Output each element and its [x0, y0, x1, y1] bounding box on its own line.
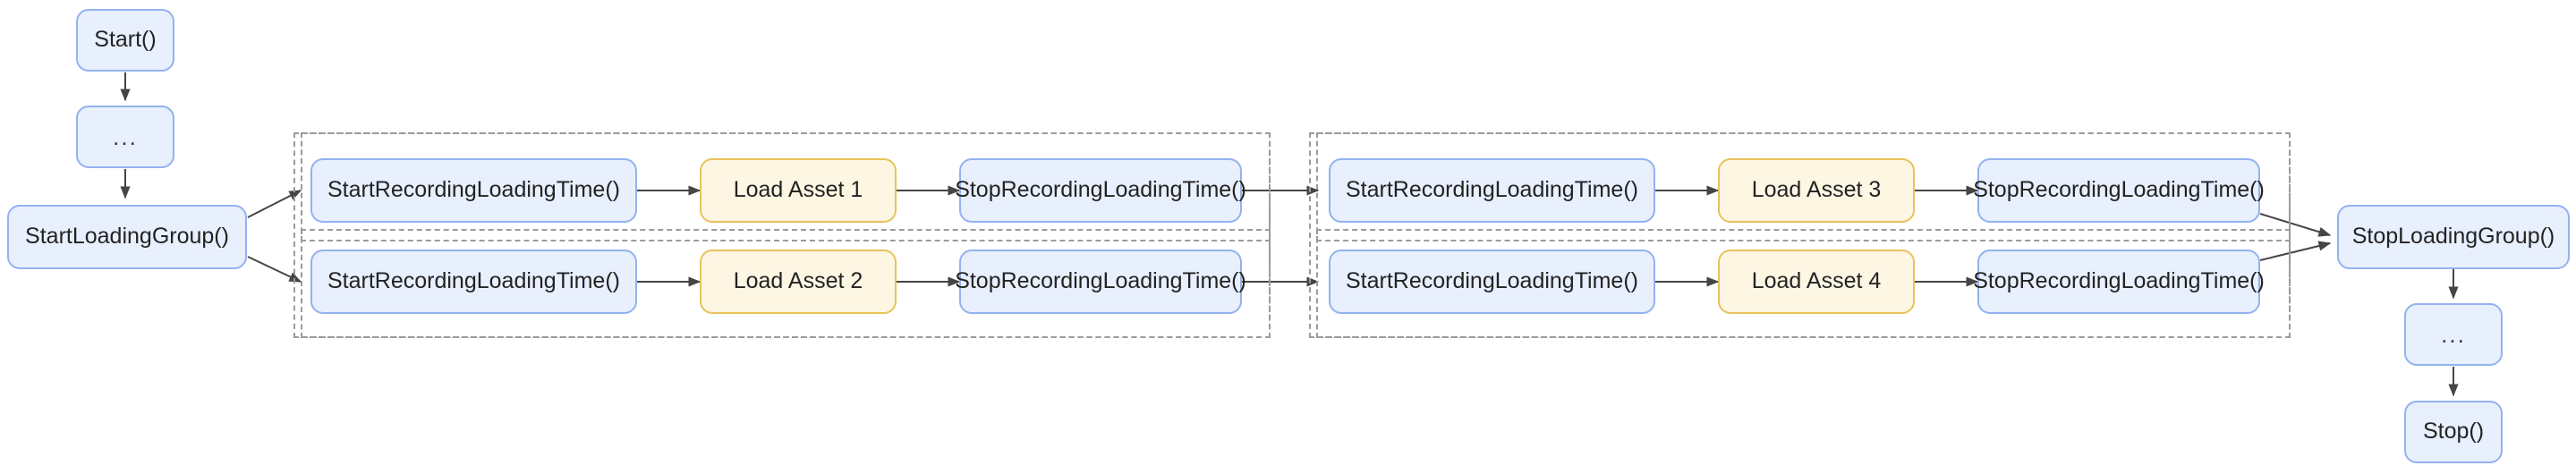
node-c2-lane1-load-asset[interactable]: Load Asset 3 [1718, 158, 1915, 223]
node-c2-lane1-stop-recording[interactable]: StopRecordingLoadingTime() [1973, 158, 2265, 223]
node-c1-lane1-stop-recording[interactable]: StopRecordingLoadingTime() [955, 158, 1246, 223]
node-c2-lane1-start-recording[interactable]: StartRecordingLoadingTime() [1329, 158, 1655, 223]
node-c1-lane2-stop-recording[interactable]: StopRecordingLoadingTime() [955, 250, 1246, 314]
node-c1-lane2-load-asset[interactable]: Load Asset 2 [700, 250, 897, 314]
node-c2-lane2-start-recording[interactable]: StartRecordingLoadingTime() [1329, 250, 1655, 314]
node-start[interactable]: Start() [76, 9, 174, 72]
node-c2-lane2-stop-recording[interactable]: StopRecordingLoadingTime() [1973, 250, 2265, 314]
node-c2-lane2-load-asset[interactable]: Load Asset 4 [1718, 250, 1915, 314]
node-c1-lane1-start-recording[interactable]: StartRecordingLoadingTime() [310, 158, 637, 223]
node-stop-loading-group[interactable]: StopLoadingGroup() [2337, 205, 2570, 269]
node-post-ellipsis[interactable]: ... [2404, 303, 2503, 366]
node-pre-ellipsis[interactable]: ... [76, 106, 174, 168]
cluster-1-lane-2-boundary [301, 229, 1271, 338]
cluster-1-lane-1-boundary [301, 132, 1271, 241]
node-start-loading-group[interactable]: StartLoadingGroup() [7, 205, 247, 269]
node-stop[interactable]: Stop() [2404, 401, 2503, 463]
node-c1-lane2-start-recording[interactable]: StartRecordingLoadingTime() [310, 250, 637, 314]
node-c1-lane1-load-asset[interactable]: Load Asset 1 [700, 158, 897, 223]
